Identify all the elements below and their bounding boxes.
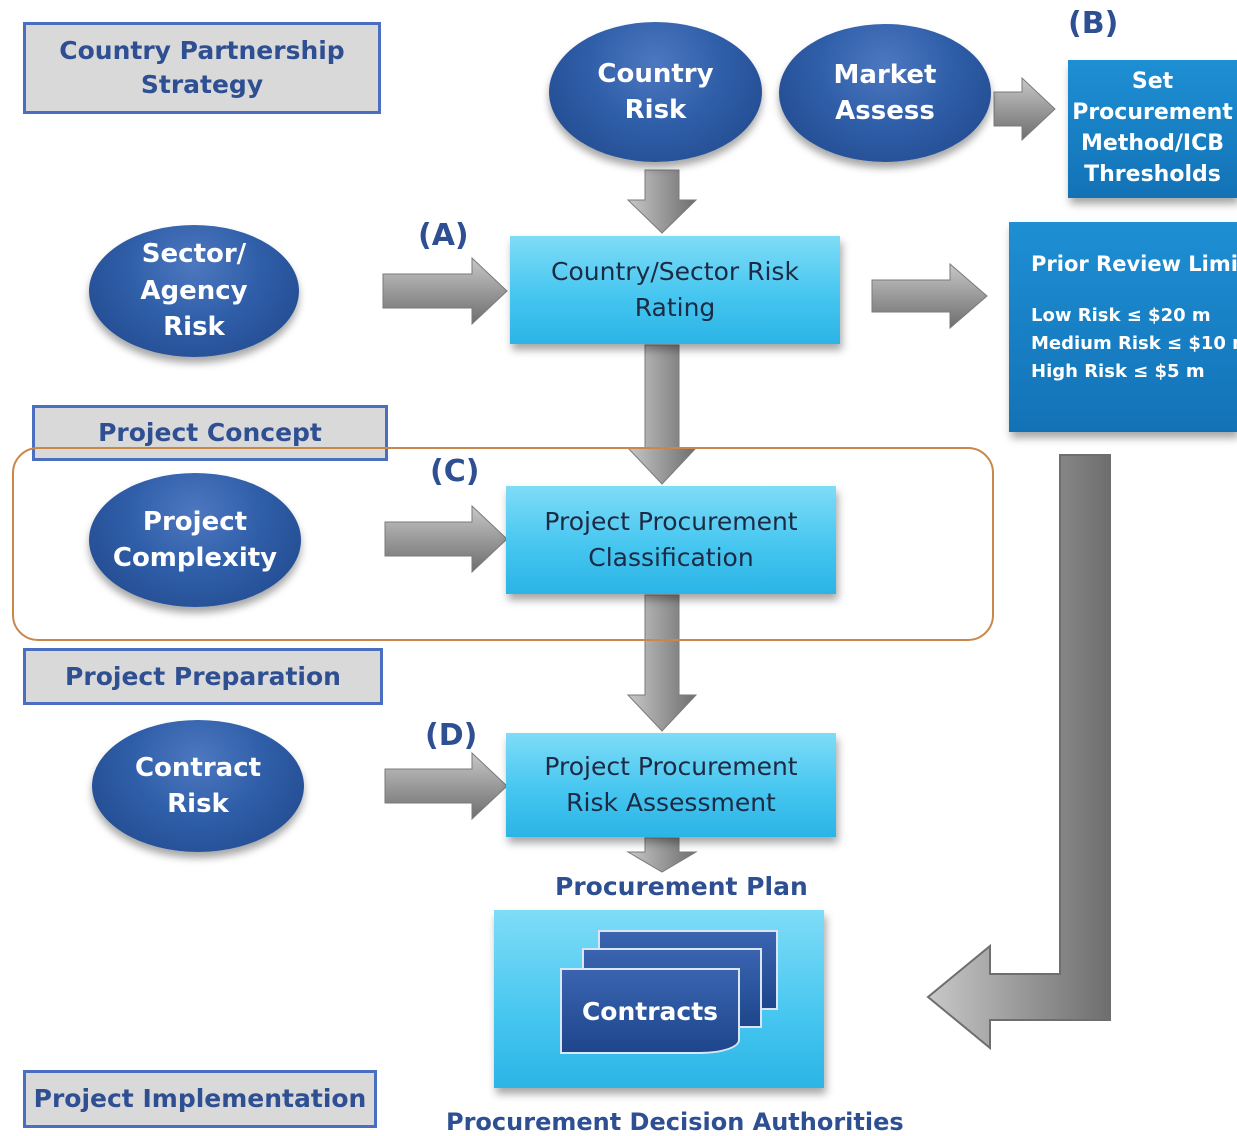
oval-market-assess: Market Assess [779, 24, 991, 162]
prior-review-title: Prior Review Limits [1031, 252, 1237, 276]
marker-a: (A) [418, 218, 469, 253]
box-set-procurement-method: Set Procurement Method/ICB Thresholds [1068, 60, 1237, 198]
contract-sheet-front: Contracts [560, 968, 740, 1054]
arrow-right-sector-to-rating [382, 256, 508, 326]
oval-project-complexity: Project Complexity [89, 473, 301, 607]
oval-sector-agency-risk: Sector/ Agency Risk [89, 225, 299, 357]
arrow-down-rating-to-classification [626, 344, 698, 485]
arrow-right-rating-to-review [871, 262, 988, 330]
box-contracts: Contracts [494, 910, 824, 1088]
limit-low-risk: Low Risk ≤ $20 m [1031, 305, 1211, 326]
box-prior-review-limits: Prior Review Limits Low Risk ≤ $20 m Med… [1009, 222, 1237, 432]
marker-d: (D) [425, 718, 478, 753]
box-project-procurement-classification: Project Procurement Classification [506, 486, 836, 594]
oval-contract-risk: Contract Risk [92, 720, 304, 852]
box-country-sector-risk-rating: Country/Sector Risk Rating [510, 236, 840, 344]
marker-c: (C) [430, 454, 480, 489]
arrow-right-complexity-to-classification [384, 504, 508, 574]
arrow-right-contract-to-assessment [384, 751, 508, 821]
phase-country-partnership-strategy: Country Partnership Strategy [23, 22, 381, 114]
arrow-right-market-to-procurement [993, 76, 1056, 142]
arrow-down-country-to-rating [626, 169, 698, 234]
phase-project-implementation: Project Implementation [23, 1070, 377, 1128]
procurement-decision-authorities-label: Procurement Decision Authorities [446, 1108, 904, 1136]
limit-high-risk: High Risk ≤ $5 m [1031, 360, 1205, 382]
arrow-down-assessment-to-plan [626, 837, 698, 873]
phase-project-concept: Project Concept [32, 405, 388, 461]
limit-medium-risk: Medium Risk ≤ $10 m [1031, 332, 1237, 354]
oval-country-risk: Country Risk [549, 22, 762, 162]
marker-b: (B) [1068, 6, 1119, 41]
phase-project-preparation: Project Preparation [23, 648, 383, 705]
box-project-procurement-risk-assessment: Project Procurement Risk Assessment [506, 733, 836, 837]
procurement-plan-label: Procurement Plan [555, 872, 808, 901]
prior-review-limits: Low Risk ≤ $20 m Medium Risk ≤ $10 m Hig… [1031, 302, 1237, 386]
arrow-elbow-review-to-contracts [926, 454, 1111, 1051]
arrow-down-classification-to-assessment [626, 594, 698, 732]
